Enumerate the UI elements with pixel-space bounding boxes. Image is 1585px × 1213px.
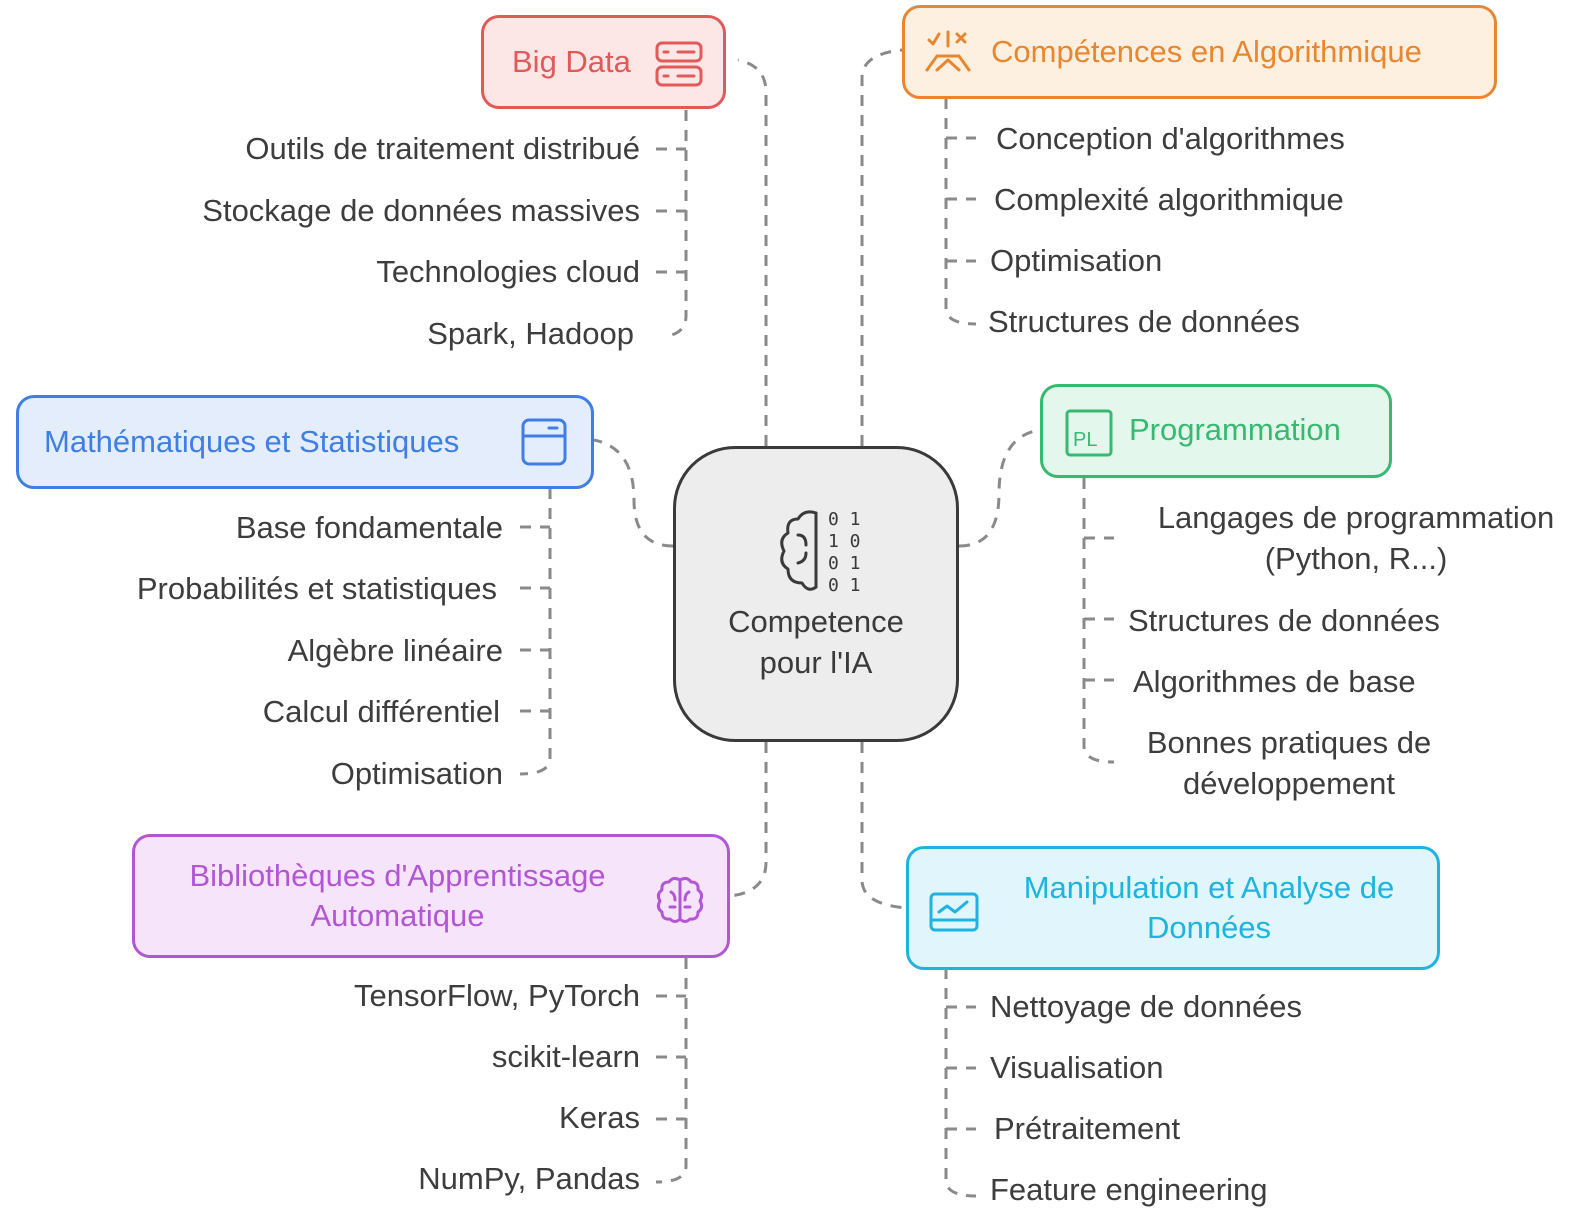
category-algorithmique-title: Compétences en Algorithmique [991,34,1422,69]
maths-item-3: Algèbre linéaire [287,633,503,668]
category-manipulation[interactable]: Manipulation et Analyse de Données [906,846,1440,970]
algorithmique-item-4: Structures de données [988,304,1300,339]
bibliotheques-item-1: TensorFlow, PyTorch [354,978,640,1013]
svg-text:0 1: 0 1 [828,553,861,574]
connector-bibliotheques [729,742,768,898]
algorithmique-item-2: Complexité algorithmique [994,182,1344,217]
svg-text:0 1: 0 1 [828,575,861,595]
category-maths-title: Mathématiques et Statistiques [44,424,460,459]
category-programmation[interactable]: PL Programmation [1040,384,1392,478]
big-data-item-3: Technologies cloud [376,254,640,289]
bibliotheques-item-3: Keras [559,1100,640,1135]
central-node-label: Competence pour l'IA [728,604,904,680]
manipulation-item-1: Nettoyage de données [990,989,1302,1024]
category-bibliotheques-title: Bibliothèques d'Apprentissage Automatiqu… [189,858,606,933]
server-icon [655,41,703,87]
calculator-icon [521,418,567,466]
connector-programmation [958,428,1041,548]
connector-algorithmique [860,48,903,446]
svg-text:PL: PL [1073,429,1097,451]
big-data-item-1: Outils de traitement distribué [245,131,640,166]
manipulation-item-4: Feature engineering [990,1172,1268,1207]
programmation-item-3: Algorithmes de base [1133,664,1416,699]
programmation-item-2: Structures de données [1128,603,1440,638]
maths-item-1: Base fondamentale [235,510,503,545]
algorithmique-item-1: Conception d'algorithmes [996,121,1345,156]
maths-item-5: Optimisation [330,756,503,791]
manipulation-item-2: Visualisation [990,1050,1164,1085]
chart-line-icon [929,892,979,932]
big-data-item-4: Spark, Hadoop [427,316,634,351]
bibliotheques-item-4: NumPy, Pandas [418,1161,640,1196]
connector-maths [593,438,674,548]
manipulation-item-3: Prétraitement [994,1111,1181,1146]
category-manipulation-title: Manipulation et Analyse de Données [1023,870,1395,945]
category-algorithmique[interactable]: Compétences en Algorithmique [902,5,1497,99]
algorithmique-item-3: Optimisation [990,243,1163,278]
connector-manipulation [860,742,907,910]
decision-tree-icon [925,30,971,72]
category-big-data[interactable]: Big Data [481,15,726,109]
connector-big-data [737,58,768,446]
category-maths[interactable]: Mathématiques et Statistiques [16,395,594,489]
big-data-item-2: Stockage de données massives [202,193,640,228]
bibliotheques-item-2: scikit-learn [491,1039,640,1074]
svg-text:0 1: 0 1 [828,509,861,530]
brain-binary-icon: 0 1 1 0 0 1 0 1 [780,509,861,595]
central-node: 0 1 1 0 0 1 0 1 Competence pour l'IA [673,446,959,742]
svg-text:1 0: 1 0 [828,531,861,552]
category-bibliotheques[interactable]: Bibliothèques d'Apprentissage Automatiqu… [132,834,730,958]
brain-icon [656,876,704,923]
programmation-item-4: Bonnes pratiques de développement [1146,725,1432,801]
category-programmation-title: Programmation [1129,412,1341,447]
category-big-data-title: Big Data [512,44,631,79]
maths-item-4: Calcul différentiel [262,694,500,729]
maths-item-2: Probabilités et statistiques [136,571,497,606]
programmation-item-1: Langages de programmation (Python, R...) [1157,500,1555,576]
pl-code-icon: PL [1065,409,1113,457]
